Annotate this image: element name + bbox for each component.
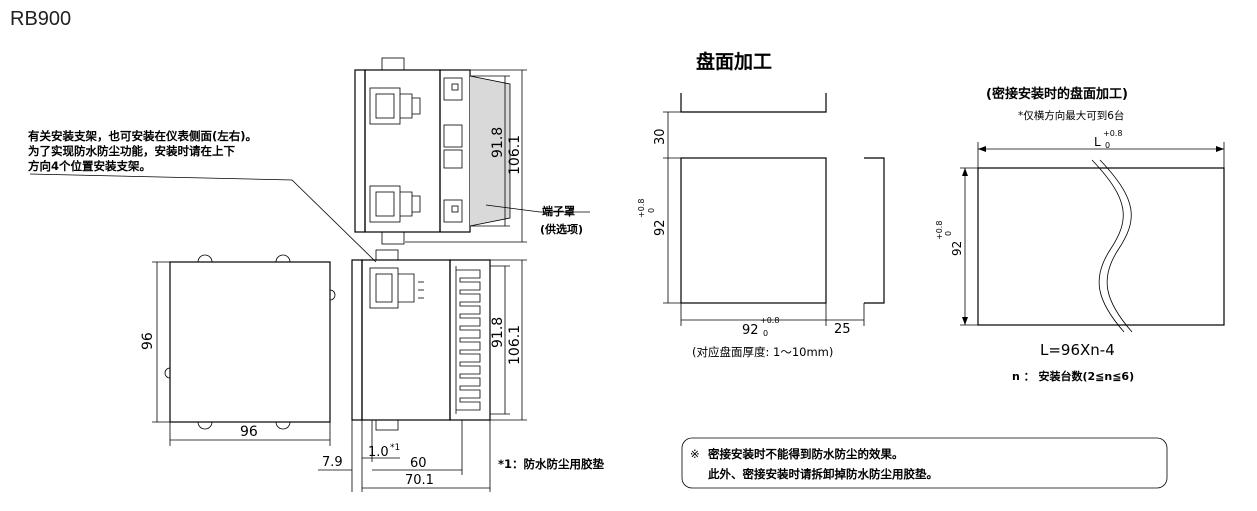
tol-close-zero: 0 [1105, 141, 1110, 150]
dim-cutout-92-horizontal: 92 [742, 323, 759, 338]
tol-close-zero-vertical: 0 [944, 231, 953, 236]
panel-thickness-note: (对应盘面厚度: 1～10mm) [692, 345, 833, 359]
tol-close-plus: +0.8 [1103, 129, 1122, 138]
top-view [354, 57, 527, 245]
dim-side-106-1-top: 106.1 [507, 135, 523, 175]
gasket-note: *1：防水防尘用胶垫 [498, 457, 605, 471]
dim-side-106-1: 106.1 [507, 325, 523, 365]
close-mount-n-note: n ： 安装台数(2≦n≦6) [1012, 369, 1134, 383]
close-mount-formula: L=96Xn-4 [1040, 341, 1115, 359]
dim-7-9: 7.9 [322, 455, 343, 470]
close-mount-drawing [960, 142, 1225, 333]
dim-close-L: L [1094, 135, 1101, 149]
warning-box [681, 437, 1168, 489]
dim-side-91-8-top: 91.8 [490, 127, 506, 158]
close-mount-title: (密接安装时的盘面加工) [986, 86, 1128, 102]
tol-close-plus-vertical: +0.8 [935, 221, 944, 240]
dim-60: 60 [410, 456, 427, 471]
front-view [152, 254, 336, 446]
terminal-cover-label: 端子罩 [542, 204, 575, 218]
mounting-note-line-2: 为了实现防水防尘功能，安装时请在上下 [28, 144, 235, 158]
mounting-note-leader [29, 173, 377, 263]
terminal-cover-leader [485, 204, 541, 213]
page-title: RB900 [10, 8, 72, 30]
terminal-cover-sublabel: (供选项) [540, 222, 583, 236]
dim-70-1: 70.1 [405, 473, 434, 488]
tol-cutout-zero-horizontal: 0 [763, 329, 768, 338]
dim-side-91-8: 91.8 [490, 317, 506, 348]
dim-cutout-30: 30 [653, 128, 668, 145]
mounting-note-line-1: 有关安装支架，也可安装在仪表侧面(左右)。 [28, 129, 257, 143]
tol-cutout-plus-vertical: +0.8 [637, 199, 646, 218]
side-view [318, 249, 527, 492]
panel-cutout-drawing [663, 93, 885, 326]
dim-close-92: 92 [950, 241, 964, 256]
tol-cutout-plus-horizontal: +0.8 [760, 316, 779, 325]
dim-1-0: 1.0 [368, 445, 389, 460]
dim-cutout-92-vertical: 92 [653, 219, 668, 236]
mounting-note-line-3: 方向4个位置安装支架。 [28, 159, 151, 173]
panel-cutout-title: 盘面加工 [696, 50, 772, 73]
dim-cutout-25: 25 [834, 322, 851, 337]
dim-front-height: 96 [140, 332, 156, 350]
warning-mark: ※ [690, 447, 700, 461]
dim-1-0-superscript: *1 [390, 443, 400, 453]
dim-front-width: 96 [240, 424, 258, 440]
close-mount-subtitle: *仅横方向最大可到6台 [1018, 109, 1124, 122]
tol-cutout-zero-vertical: 0 [647, 208, 656, 213]
warning-line-2: 此外、密接安装时请拆卸掉防水防尘用胶垫。 [708, 467, 938, 481]
warning-line-1: 密接安装时不能得到防水防尘的效果。 [707, 447, 904, 461]
